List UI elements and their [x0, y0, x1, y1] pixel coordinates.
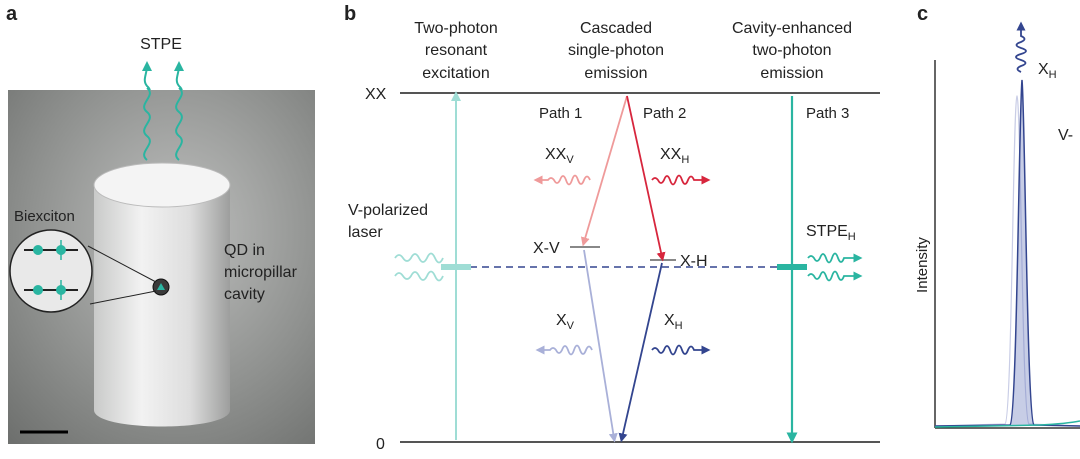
col1-title-line3: excitation [422, 65, 490, 82]
stpe-photon-overlay-1 [143, 87, 151, 161]
ground-level-label: 0 [376, 436, 385, 453]
xxh-photon-wave [651, 174, 711, 186]
c-spectrum-light [934, 95, 1080, 427]
virtual-level-right [777, 264, 807, 270]
xx-level-label: XX [365, 86, 387, 103]
col2-title-line2: single-photon [568, 42, 664, 59]
stpe-label: STPE [140, 36, 182, 53]
xxv-label: XXV [545, 146, 574, 166]
laser-label-line1: V-polarized [348, 202, 428, 219]
laser-wave-1 [394, 252, 444, 264]
xv-transition-arrow [583, 249, 618, 443]
xh-level-label: X-H [680, 253, 708, 270]
qd-label-line2: micropillar [224, 264, 298, 281]
qd-dot-icon [157, 283, 165, 290]
stpeh-wave-1 [807, 252, 863, 264]
col3-title-line3: emission [760, 65, 823, 82]
c-partial-label: V- [1058, 127, 1073, 144]
laser-wave-2 [394, 270, 444, 282]
c-ylabel: Intensity [914, 237, 931, 293]
xxv-transition-arrow [580, 95, 628, 247]
laser-label-line2: laser [348, 224, 383, 241]
stpe-photon-overlay-2 [175, 87, 183, 161]
virtual-level-left [441, 264, 471, 270]
panel-b-letter: b [344, 3, 356, 25]
c-peak-label: XH [1038, 61, 1057, 81]
panel-a: a STPE Biexciton [6, 3, 315, 444]
xv-label: XV [556, 312, 575, 332]
stpeh-label: STPEH [806, 223, 856, 243]
biexciton-label: Biexciton [14, 208, 75, 225]
qd-label-line1: QD in [224, 242, 265, 259]
xh-label: XH [664, 312, 683, 332]
c-spectrum-teal [934, 420, 1080, 428]
path2-label: Path 2 [643, 105, 686, 122]
path3-label: Path 3 [806, 105, 849, 122]
col2-title-line3: emission [584, 65, 647, 82]
qd-label-line3: cavity [224, 286, 265, 303]
c-xh-photon-wave [1015, 21, 1027, 73]
xxh-transition-arrow [626, 95, 666, 262]
col3-title-line1: Cavity-enhanced [732, 20, 852, 37]
c-spectrum-xh [934, 79, 1080, 427]
path1-label: Path 1 [539, 105, 582, 122]
col1-title-line1: Two-photon [414, 20, 498, 37]
col1-title-line2: resonant [425, 42, 488, 59]
col3-title-line2: two-photon [752, 42, 831, 59]
xxv-photon-wave [533, 174, 591, 186]
panel-b: b Two-photon resonant excitation Cascade… [344, 3, 880, 453]
biexciton-inset [9, 229, 93, 313]
col2-title-line1: Cascaded [580, 20, 652, 37]
xxh-label: XXH [660, 146, 689, 166]
xv-photon-wave [535, 344, 593, 356]
stpeh-wave-2 [807, 270, 863, 282]
panel-c: c Intensity XH V- [914, 3, 1080, 429]
panel-a-letter: a [6, 3, 18, 25]
xv-level-label: X-V [533, 240, 560, 257]
micropillar [93, 162, 231, 427]
xh-photon-wave [651, 344, 711, 356]
xh-transition-arrow [618, 262, 663, 443]
panel-c-letter: c [917, 3, 928, 25]
